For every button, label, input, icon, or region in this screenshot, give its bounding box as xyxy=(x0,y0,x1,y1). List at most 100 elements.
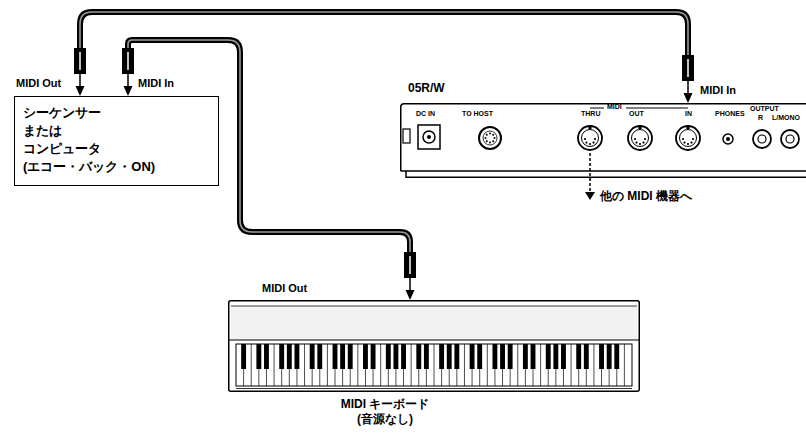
black-key xyxy=(256,344,261,369)
jack-label: DC IN xyxy=(416,110,435,118)
black-key xyxy=(424,344,429,369)
black-key xyxy=(531,344,536,369)
jack-label: THRU xyxy=(581,110,600,118)
midi-jack xyxy=(680,130,697,147)
black-key xyxy=(363,344,368,369)
midi-jack-pin xyxy=(690,141,692,143)
device-description: シーケンサー または コンピュータ (エコー・バック・ON) xyxy=(23,104,173,176)
dc-jack xyxy=(427,135,431,139)
midi-jack xyxy=(632,130,649,147)
port-label: MIDI In xyxy=(700,84,736,96)
midi-jack-pin xyxy=(644,138,646,140)
sound-module: 05R/WDC INTO HOSTTHRUMIDIOUTINPHONESOUTP… xyxy=(400,103,806,178)
host-port-pin xyxy=(486,140,488,142)
midi-jack-pin xyxy=(634,138,636,140)
black-key xyxy=(340,344,345,369)
plug-body xyxy=(79,52,81,70)
plug-body xyxy=(682,55,694,81)
midi-jack-notch xyxy=(687,126,690,129)
arrowhead xyxy=(124,86,133,96)
keyboard-caption: MIDI キーボード (音源なし) xyxy=(329,397,441,427)
host-port xyxy=(483,131,497,145)
module-rear-panel xyxy=(400,103,806,178)
host-port-pin xyxy=(489,133,491,135)
dc-jack xyxy=(423,131,435,143)
host-port xyxy=(479,127,501,149)
host-port-pin xyxy=(492,134,494,136)
midi-jack-pin xyxy=(683,141,685,143)
host-port-pin xyxy=(489,142,491,144)
black-key xyxy=(447,344,452,369)
black-key xyxy=(553,344,558,369)
destination-note: 他の MIDI 機器へ xyxy=(600,188,692,205)
black-key xyxy=(401,344,406,369)
jack-group-label: MIDI xyxy=(607,103,622,111)
port-label: MIDI In xyxy=(138,77,174,89)
black-key xyxy=(386,344,391,369)
output-jack xyxy=(758,135,766,143)
midi-jack-pin xyxy=(635,141,637,143)
plug-body xyxy=(687,59,689,77)
arrowhead xyxy=(76,86,85,96)
cable-line xyxy=(80,12,688,55)
midi-jack-notch xyxy=(639,126,642,129)
keybed xyxy=(236,344,632,386)
thru-arrowhead xyxy=(585,192,595,200)
midi-jack xyxy=(628,126,652,150)
model-name: 05R/W xyxy=(408,81,445,95)
plug-body xyxy=(122,48,134,74)
dc-jack xyxy=(418,125,440,149)
port-label: MIDI Out xyxy=(262,282,307,294)
black-key xyxy=(500,344,505,369)
keyboard-body xyxy=(229,301,640,392)
keyboard-edge xyxy=(236,388,632,389)
midi-jack-pin xyxy=(592,141,594,143)
plug-arrow xyxy=(127,74,129,87)
midi-jack-notch xyxy=(589,126,592,129)
black-key xyxy=(492,344,497,369)
thru-arrow xyxy=(589,153,591,192)
midi-keyboard: MIDI キーボード (音源なし) xyxy=(228,300,640,392)
midi-jack xyxy=(578,126,602,150)
output-jack xyxy=(786,135,794,143)
black-key xyxy=(470,344,475,369)
midi-jack-pin xyxy=(589,143,591,145)
midi-jack-pin xyxy=(584,138,586,140)
jack-label: OUTPUT xyxy=(750,105,779,113)
side-tab xyxy=(403,129,410,143)
midi-jack-pin xyxy=(687,143,689,145)
black-key xyxy=(333,344,338,369)
output-jack xyxy=(753,130,771,148)
white-keys xyxy=(244,344,625,386)
host-port-pin xyxy=(485,137,487,139)
arrowhead xyxy=(684,93,693,103)
plug-arrow xyxy=(687,81,689,94)
black-key xyxy=(546,344,551,369)
plug-arrow xyxy=(79,74,81,87)
black-key xyxy=(317,344,322,369)
plug-body xyxy=(74,48,86,74)
black-key xyxy=(310,344,315,369)
keyboard-illustration xyxy=(228,300,640,392)
keyboard-edge xyxy=(231,306,637,307)
black-key xyxy=(614,344,619,369)
black-key xyxy=(576,344,581,369)
black-key xyxy=(584,344,589,369)
jack-label: TO HOST xyxy=(462,110,493,118)
black-key xyxy=(393,344,398,369)
black-key xyxy=(287,344,292,369)
midi-bracket xyxy=(590,108,688,109)
jack-label: L/MONO xyxy=(772,114,800,122)
black-key xyxy=(454,344,459,369)
phones-jack xyxy=(723,134,733,144)
black-key xyxy=(241,344,246,369)
black-key xyxy=(439,344,444,369)
jack-label: PHONES xyxy=(715,110,745,118)
plug-body xyxy=(404,252,416,278)
host-port-pin xyxy=(494,137,496,139)
midi-jack-pin xyxy=(594,138,596,140)
black-key xyxy=(508,344,513,369)
black-key xyxy=(279,344,284,369)
black-key xyxy=(264,344,269,369)
